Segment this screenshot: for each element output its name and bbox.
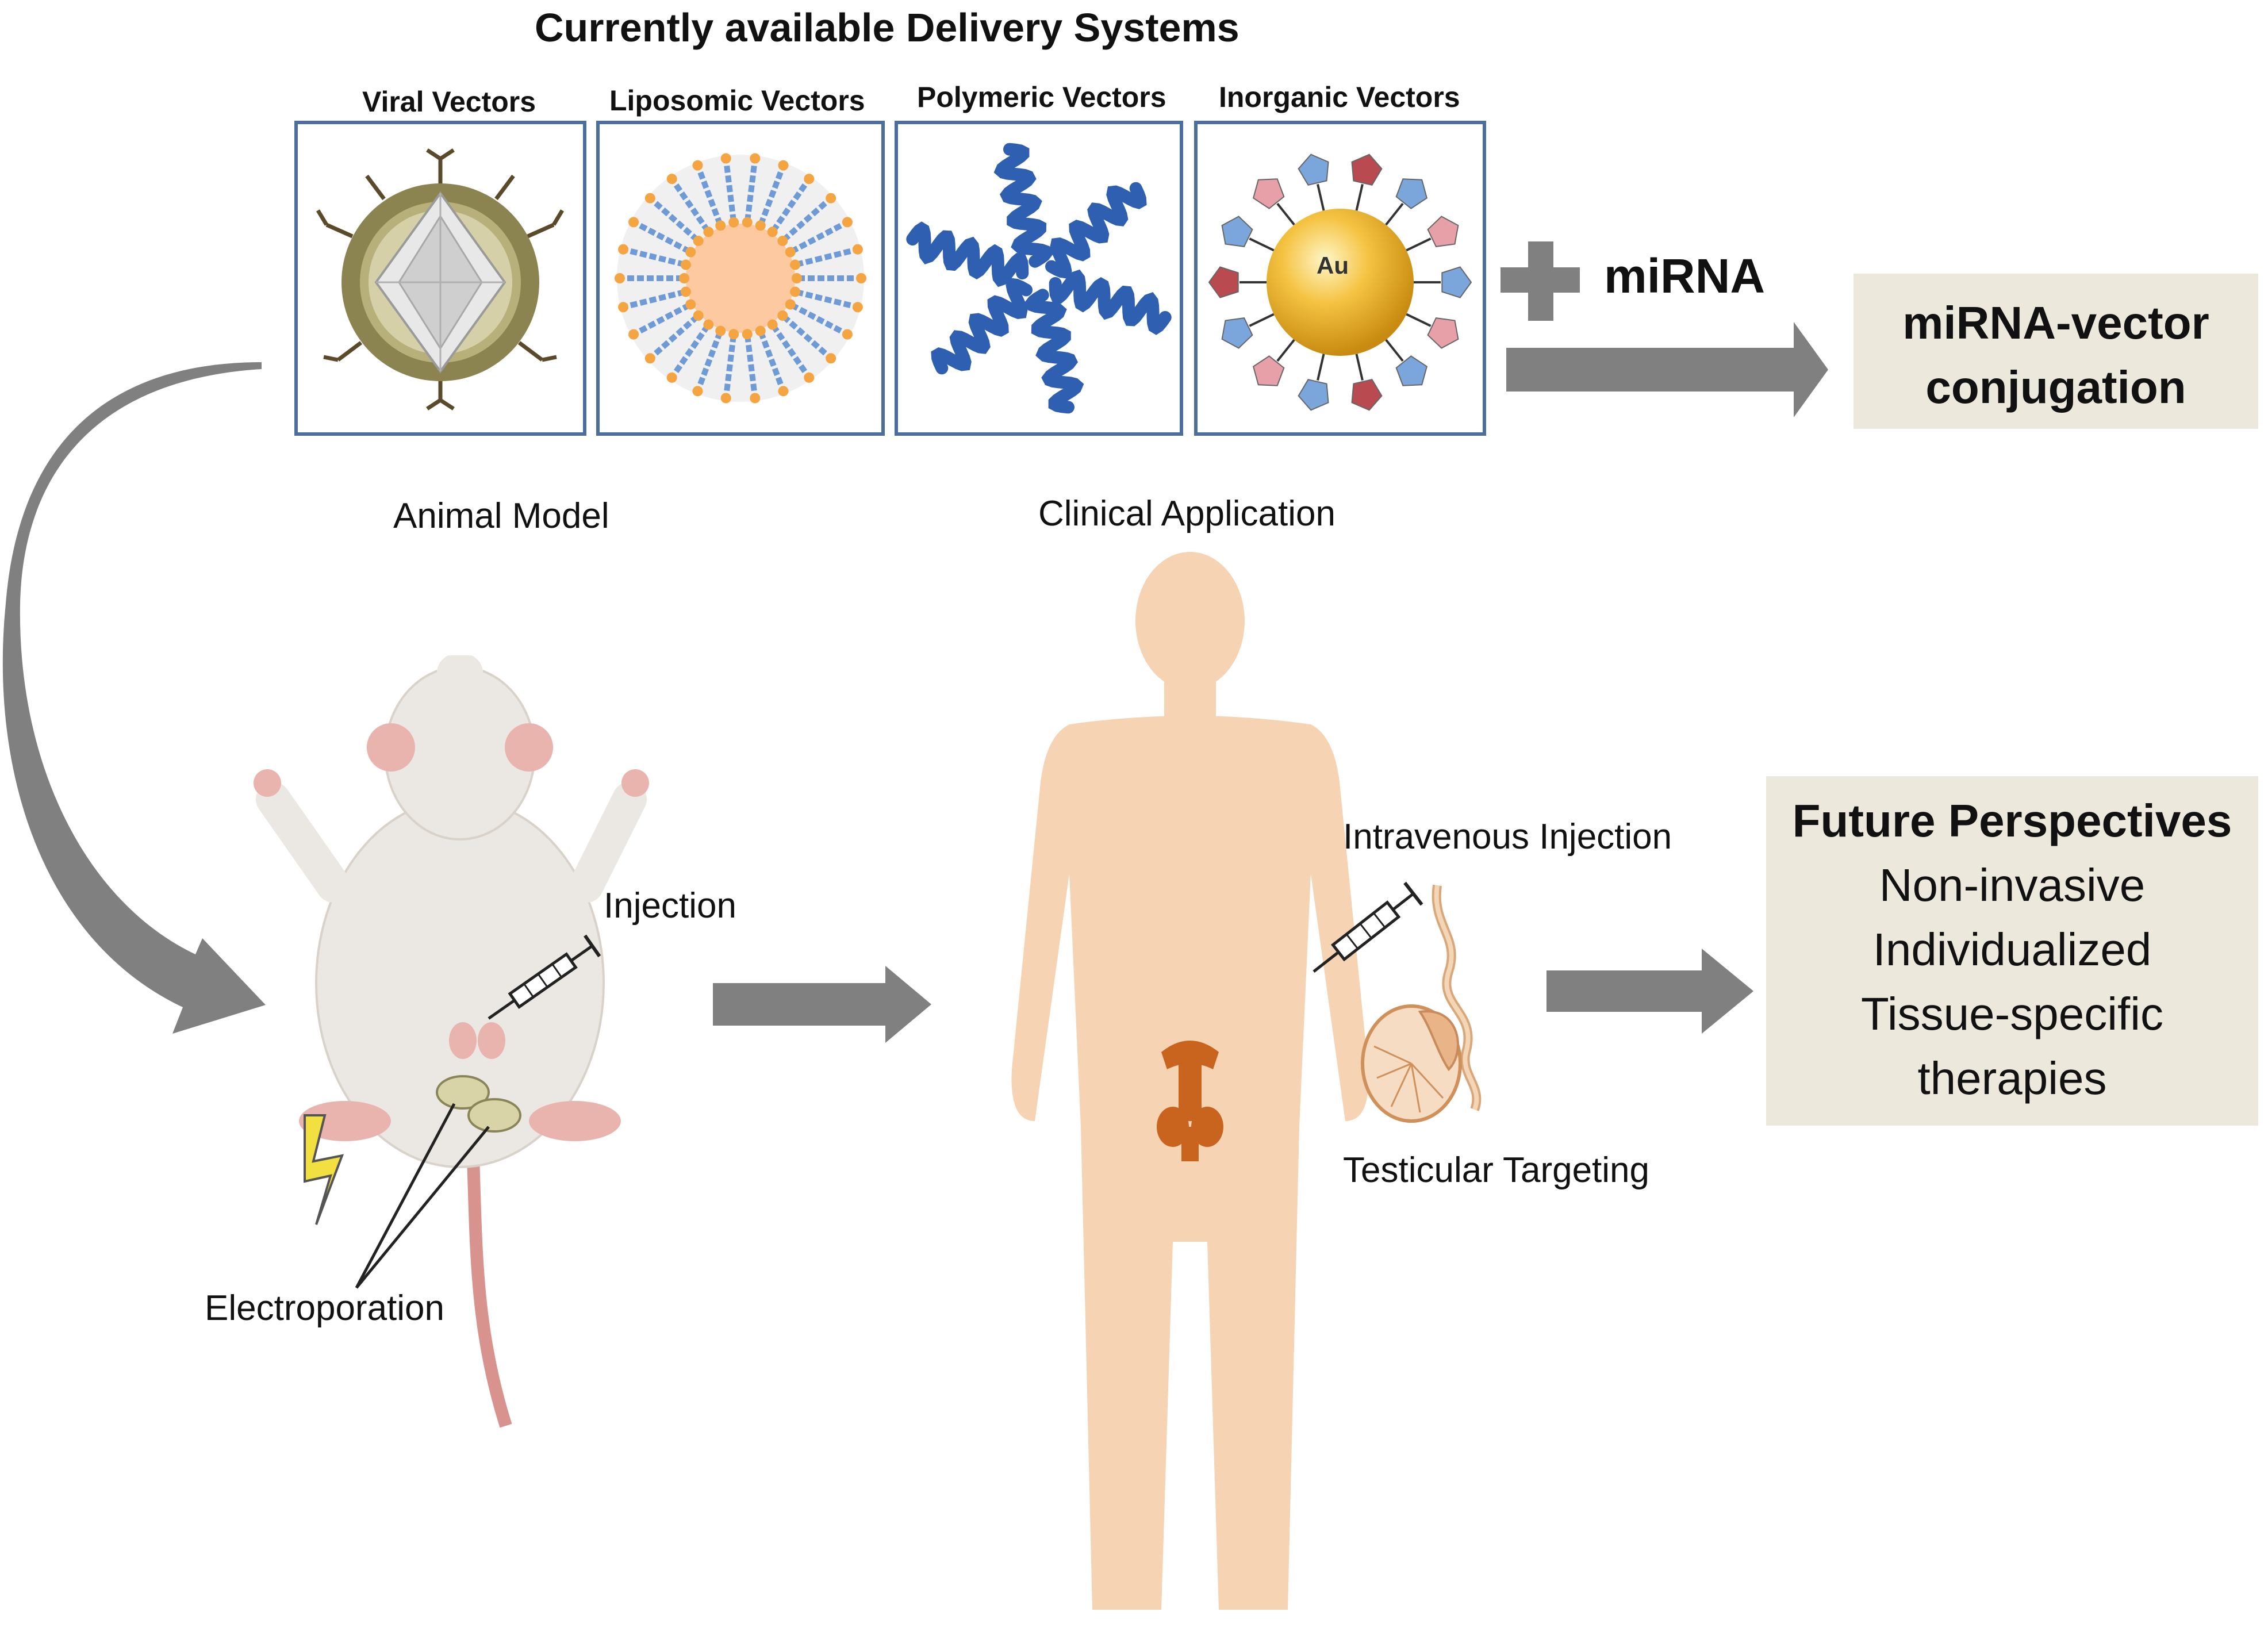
- animal-model-label: Animal Model: [393, 496, 609, 536]
- conjugation-box: miRNA-vector conjugation: [1853, 274, 2258, 429]
- conjugation-line-2: conjugation: [1925, 362, 2186, 413]
- future-line-1: Non-invasive: [1879, 859, 2146, 911]
- diagram-title: Currently available Delivery Systems: [535, 5, 1239, 50]
- future-perspectives-box: Future Perspectives Non-invasive Individ…: [1766, 776, 2258, 1126]
- future-line-4: therapies: [1917, 1053, 2107, 1104]
- viral-vectors-title: Viral Vectors: [362, 86, 536, 118]
- inorganic-vectors-title: Inorganic Vectors: [1219, 81, 1460, 113]
- gold-core-label: Au: [1317, 252, 1349, 279]
- polymeric-vector-panel: [895, 121, 1183, 436]
- polymeric-vectors-title: Polymeric Vectors: [917, 81, 1166, 113]
- plus-icon: [1501, 241, 1580, 321]
- liposomic-vectors-title: Liposomic Vectors: [609, 85, 865, 117]
- mirna-label: miRNA: [1604, 249, 1766, 303]
- intravenous-injection-label: Intravenous Injection: [1343, 817, 1672, 857]
- conjugation-arrow: [1506, 322, 1828, 417]
- future-arrow: [1546, 949, 1753, 1034]
- liposomic-vector-panel: [596, 121, 885, 436]
- viral-vector-illustration: [316, 148, 565, 410]
- inorganic-vector-panel: Au: [1194, 121, 1486, 436]
- testis-illustration: [1361, 884, 1482, 1123]
- animal-to-clinical-arrow: [713, 966, 931, 1043]
- polymer-illustration: [906, 143, 1172, 414]
- injection-label: Injection: [604, 886, 736, 926]
- curved-arrow: [2, 362, 266, 1034]
- human-silhouette: [1011, 552, 1369, 1610]
- future-line-2: Individualized: [1872, 924, 2152, 975]
- electroporation-label: Electroporation: [205, 1288, 445, 1328]
- conjugation-line-1: miRNA-vector: [1902, 297, 2209, 348]
- viral-vector-panel: [294, 121, 586, 436]
- gold-nanoparticle-illustration: Au: [1208, 153, 1472, 411]
- mouse-illustration: [254, 655, 649, 1428]
- future-heading: Future Perspectives: [1792, 795, 2232, 846]
- liposome-illustration: [615, 153, 866, 404]
- testicular-targeting-label: Testicular Targeting: [1343, 1150, 1650, 1190]
- clinical-application-label: Clinical Application: [1038, 494, 1336, 534]
- syringe-icon: [1313, 881, 1423, 973]
- future-line-3: Tissue-specific: [1860, 988, 2164, 1039]
